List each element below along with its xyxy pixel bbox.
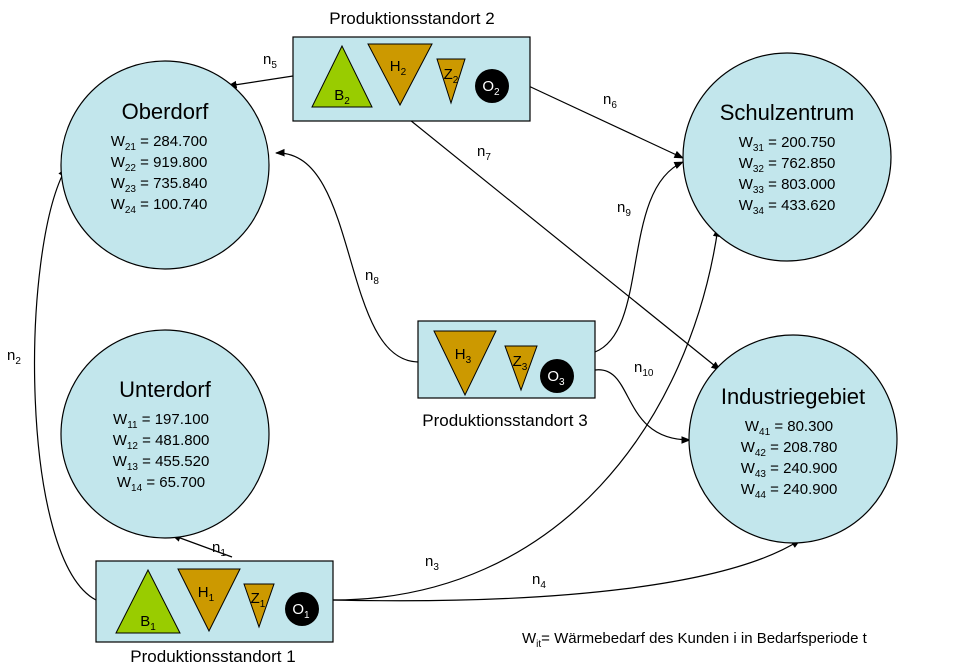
customer-industriegebiet[interactable]: Industriegebiet W41 = 80.300 W42 = 208.7… bbox=[688, 334, 898, 544]
site-title: Produktionsstandort 2 bbox=[329, 9, 494, 28]
demand-value: W33 = 803.000 bbox=[739, 176, 836, 196]
edge-label-n10: n10 bbox=[634, 359, 654, 379]
heat-pump-icon bbox=[433, 330, 497, 397]
oil-unit-icon bbox=[285, 592, 319, 626]
unit-label: O3 bbox=[547, 368, 565, 388]
demand-value: W41 = 80.300 bbox=[745, 418, 833, 438]
unit-label: H1 bbox=[198, 584, 215, 604]
edge-n8[interactable] bbox=[275, 148, 419, 363]
legend-text: Wit= Wärmebedarf des Kunden i in Bedarfs… bbox=[522, 630, 868, 650]
edge-n1[interactable] bbox=[171, 534, 233, 558]
heat-pump-icon bbox=[367, 43, 433, 107]
site-title: Produktionsstandort 1 bbox=[130, 647, 295, 666]
edge-label-n4: n4 bbox=[532, 571, 546, 591]
customer-oberdorf[interactable]: Oberdorf W21 = 284.700 W22 = 919.800 W23… bbox=[60, 60, 270, 270]
boiler-icon bbox=[311, 44, 373, 108]
edge-label-n8: n8 bbox=[365, 267, 379, 287]
unit-label: Z1 bbox=[251, 590, 266, 610]
edge-label-n2: n2 bbox=[7, 347, 21, 367]
edge-label-n6: n6 bbox=[603, 91, 617, 111]
unit-label: O1 bbox=[292, 601, 310, 621]
unit-label: Z3 bbox=[513, 353, 528, 373]
production-site-3[interactable]: H3 Z3 O3 Produktionsstandort 3 bbox=[417, 320, 596, 430]
edge-n10[interactable] bbox=[594, 369, 691, 444]
customer-schulzentrum[interactable]: Schulzentrum W31 = 200.750 W32 = 762.850… bbox=[682, 52, 892, 262]
edge-n5[interactable] bbox=[227, 75, 294, 89]
customer-unterdorf[interactable]: Unterdorf W11 = 197.100 W12 = 481.800 W1… bbox=[60, 329, 270, 539]
storage-icon bbox=[436, 58, 466, 105]
edge-label-n7: n7 bbox=[477, 143, 491, 163]
production-site-2[interactable]: Produktionsstandort 2 B2 H2 Z2 O2 bbox=[292, 9, 531, 122]
demand-value: W13 = 455.520 bbox=[113, 453, 210, 473]
edge-n6[interactable] bbox=[519, 81, 684, 159]
demand-value: W14 = 65.700 bbox=[117, 474, 205, 494]
unit-label: B1 bbox=[140, 613, 156, 633]
unit-label: H2 bbox=[390, 58, 407, 78]
unit-label: Z2 bbox=[444, 66, 459, 86]
demand-value: W42 = 208.780 bbox=[741, 439, 838, 459]
demand-value: W12 = 481.800 bbox=[113, 432, 210, 452]
storage-icon bbox=[504, 345, 538, 392]
edge-label-n9: n9 bbox=[617, 199, 631, 219]
customer-title: Oberdorf bbox=[122, 99, 210, 124]
demand-value: W23 = 735.840 bbox=[111, 175, 208, 195]
edge-labels: n1 n2 n3 n4 n5 n6 n7 n8 n9 n10 bbox=[7, 51, 654, 591]
edge-label-n3: n3 bbox=[425, 553, 439, 573]
customer-title: Unterdorf bbox=[119, 377, 212, 402]
customer-title: Industriegebiet bbox=[721, 384, 865, 409]
edge-n2[interactable] bbox=[33, 167, 97, 601]
unit-label: B2 bbox=[334, 87, 350, 107]
unit-label: H3 bbox=[455, 346, 472, 366]
demand-value: W43 = 240.900 bbox=[741, 460, 838, 480]
demand-value: W24 = 100.740 bbox=[111, 196, 208, 216]
edge-n9[interactable] bbox=[594, 161, 684, 353]
customer-title: Schulzentrum bbox=[720, 100, 855, 125]
demand-value: W11 = 197.100 bbox=[113, 411, 209, 431]
demand-value: W34 = 433.620 bbox=[739, 197, 836, 217]
production-site-1[interactable]: B1 H1 Z1 O1 Produktionsstandort 1 bbox=[95, 560, 334, 666]
edge-n4[interactable] bbox=[332, 539, 801, 602]
edge-n7[interactable] bbox=[409, 119, 721, 371]
demand-value: W31 = 200.750 bbox=[739, 134, 836, 154]
heat-pump-icon bbox=[177, 568, 241, 633]
edge-label-n5: n5 bbox=[263, 51, 277, 71]
demand-value: W44 = 240.900 bbox=[741, 481, 838, 501]
demand-value: W32 = 762.850 bbox=[739, 155, 836, 175]
unit-label: O2 bbox=[482, 78, 500, 98]
demand-value: W22 = 919.800 bbox=[111, 154, 208, 174]
oil-unit-icon bbox=[540, 359, 574, 393]
site-title: Produktionsstandort 3 bbox=[422, 411, 587, 430]
boiler-icon bbox=[115, 568, 181, 634]
oil-unit-icon bbox=[475, 69, 509, 103]
edge-n3[interactable] bbox=[332, 227, 721, 601]
edge-label-n1: n1 bbox=[212, 539, 226, 559]
storage-icon bbox=[243, 583, 275, 629]
edges bbox=[33, 75, 801, 602]
demand-value: W21 = 284.700 bbox=[111, 133, 208, 153]
